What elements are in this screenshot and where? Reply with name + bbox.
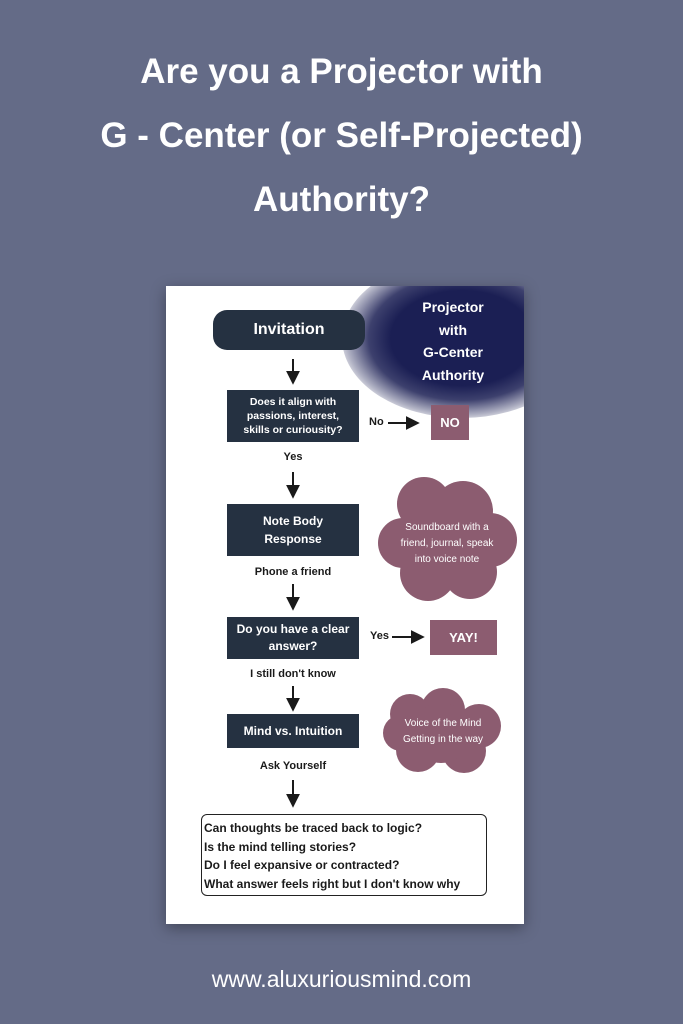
question-item: Do I feel expansive or contracted? bbox=[204, 858, 400, 872]
still-dont-know-label: I still don't know bbox=[250, 668, 336, 680]
q1-line-2: passions, interest, bbox=[246, 410, 340, 422]
ask-yourself-label: Ask Yourself bbox=[259, 760, 327, 772]
flowchart-card: Projector with G-Center Authority bbox=[166, 286, 524, 924]
cloud1-line-3: into voice note bbox=[414, 554, 480, 565]
page-title: Are you a Projector with G - Center (or … bbox=[0, 40, 683, 232]
cloud1-line-1: Soundboard with a bbox=[405, 522, 489, 533]
voice-of-mind-cloud-text: Voice of the Mind Getting in the way bbox=[388, 716, 498, 748]
question-item: What answer feels right but I don't know… bbox=[204, 876, 461, 891]
q2-line-2: answer? bbox=[268, 639, 318, 653]
question-item: Can thoughts be traced back to logic? bbox=[204, 821, 423, 835]
clear-answer-question-box: Do you have a clear answer? bbox=[227, 617, 359, 659]
title-line-3: Authority? bbox=[253, 180, 430, 219]
cloud2-line-1: Voice of the Mind bbox=[404, 718, 482, 729]
authority-line-1: Projector bbox=[422, 299, 484, 315]
step2-line-1: Note Body bbox=[263, 514, 323, 528]
title-line-2: G - Center (or Self-Projected) bbox=[100, 116, 583, 155]
phone-a-friend-label: Phone a friend bbox=[254, 566, 332, 578]
yes-label: Yes bbox=[283, 451, 303, 463]
questions-box: Can thoughts be traced back to logic? Is… bbox=[201, 814, 487, 896]
no-branch-label: No bbox=[369, 416, 384, 428]
authority-line-2: with bbox=[439, 321, 467, 338]
q1-line-1: Does it align with bbox=[249, 396, 337, 408]
cloud1-line-2: friend, journal, speak bbox=[400, 538, 494, 549]
q2-line-1: Do you have a clear bbox=[236, 622, 350, 636]
title-line-1: Are you a Projector with bbox=[140, 52, 543, 91]
yes-branch-label: Yes bbox=[370, 630, 389, 642]
authority-line-3: G-Center bbox=[423, 344, 483, 360]
authority-line-4: Authority bbox=[421, 366, 485, 383]
q1-line-3: skills or curiousity? bbox=[243, 424, 343, 436]
soundboard-cloud-text: Soundboard with a friend, journal, speak… bbox=[388, 520, 506, 568]
step2-line-2: Response bbox=[264, 532, 322, 546]
alignment-question-box: Does it align with passions, interest, s… bbox=[227, 390, 359, 442]
no-result-box: NO bbox=[431, 405, 469, 440]
invitation-box: Invitation bbox=[213, 310, 365, 350]
yay-result-box: YAY! bbox=[430, 620, 497, 655]
cloud2-line-2: Getting in the way bbox=[402, 734, 484, 745]
mind-vs-intuition-box: Mind vs. Intuition bbox=[227, 714, 359, 748]
note-body-response-box: Note Body Response bbox=[227, 504, 359, 556]
website-url: www.aluxuriousmind.com bbox=[211, 966, 472, 992]
question-item: Is the mind telling stories? bbox=[204, 839, 357, 854]
authority-label: Projector with G-Center Authority bbox=[388, 296, 518, 386]
